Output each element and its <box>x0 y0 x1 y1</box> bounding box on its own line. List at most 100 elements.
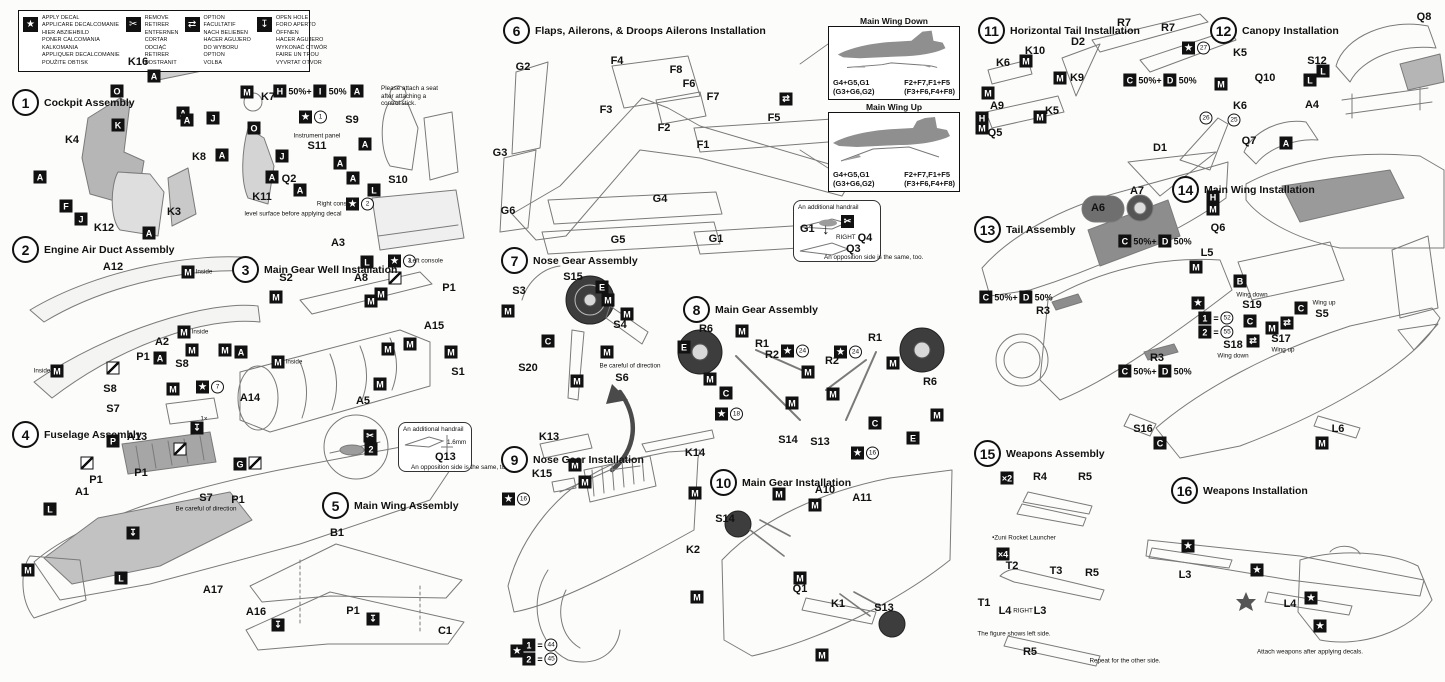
part-label: F3 <box>599 104 613 116</box>
decal-number: 7 <box>211 380 224 394</box>
note-text: Right console <box>316 200 356 208</box>
option-icon: ⇄ <box>1246 334 1260 348</box>
decal-star-icon: ★ <box>388 254 401 268</box>
wing-box-labels: G4+G5,G1(G3+G6,G2) F2+F7,F1+F5(F3+F6,F4+… <box>833 170 955 188</box>
paint-code-chip: O <box>110 84 124 98</box>
paint-code-chip: L <box>1303 73 1317 87</box>
down-arrow-icon: ↓ <box>822 221 830 238</box>
part-label: K16 <box>127 56 149 68</box>
jet-silhouette <box>837 30 946 68</box>
paint-code-chip: A <box>153 351 167 365</box>
step-number: 6 <box>503 17 530 44</box>
part-label: K5 <box>1232 47 1248 59</box>
note-text: An opposition side is the same, too. <box>411 464 511 471</box>
wing-parts-left: G4+G5,G1(G3+G6,G2) <box>833 78 874 96</box>
cut-off-icon <box>173 442 187 456</box>
paint-code-chip: A <box>147 69 161 83</box>
decal-number: 24 <box>796 344 809 358</box>
part-label: S6 <box>615 372 629 384</box>
part-label: S11 <box>307 140 327 152</box>
step-title: Horizontal Tail Installation <box>1010 24 1140 37</box>
q4-label: RIGHT Q4 <box>836 232 872 244</box>
part-label: F5 <box>767 112 781 124</box>
paint-code-chip: G <box>233 457 247 471</box>
paint-code-chip: M <box>364 294 378 308</box>
part-label: S2 <box>279 272 293 284</box>
wing-parts-right: F2+F7,F1+F5(F3+F6,F4+F8) <box>904 78 955 96</box>
part-label: P1 <box>231 494 245 506</box>
decal-number: 24 <box>849 345 862 359</box>
step-title: Main Wing Installation <box>1204 183 1315 196</box>
cut-off-icon <box>248 456 262 470</box>
part-label: R1 <box>867 332 883 344</box>
step-title: Main Gear Installation <box>742 476 852 489</box>
part-label: S14 <box>715 513 735 525</box>
paint-code-chip: M <box>1189 260 1203 274</box>
note-text: Wing up <box>1271 346 1295 354</box>
open-hole-icon: ↧ <box>126 526 140 540</box>
decal-star-marker: ★16 <box>502 492 530 506</box>
part-label: S16 <box>1133 423 1153 435</box>
paint-code-chip: O <box>247 121 261 135</box>
part-label: S18 <box>1223 339 1243 351</box>
decal-star-icon: ★ <box>510 644 524 658</box>
legend-line: PONER CALCOMANIA <box>42 37 100 44</box>
part-label: P1 <box>89 474 103 486</box>
note-text: Inside <box>195 268 213 276</box>
note-text: Repeat for the other side. <box>1089 657 1161 665</box>
decal-star-marker: ★24 <box>781 344 809 358</box>
part-label: L6 <box>1331 423 1345 435</box>
part-label: T3 <box>1049 565 1063 577</box>
step-number: 13 <box>974 216 1001 243</box>
part-label: S20 <box>518 362 538 374</box>
paint-mix-ratio: 50%+ <box>1133 236 1157 246</box>
decal-star-icon: ★ <box>346 197 359 211</box>
part-label: S13 <box>810 436 830 448</box>
part-label: G5 <box>610 234 626 246</box>
part-label: R4 <box>1032 471 1048 483</box>
decal-number: 16 <box>866 446 879 460</box>
wing-label: (G3+G6,G2) <box>833 87 875 96</box>
paint-code-chip: M <box>21 563 35 577</box>
paint-code-chip: F <box>59 199 73 213</box>
paint-mix-ratio: 50%+ <box>1133 366 1157 376</box>
part-label: K5 <box>1044 105 1060 117</box>
wing-box-labels: G4+G5,G1(G3+G6,G2) F2+F7,F1+F5(F3+F6,F4+… <box>833 78 955 96</box>
part-label: G4 <box>652 193 668 205</box>
part-label: L5 <box>1200 247 1214 259</box>
decal-star-marker: ★ <box>510 644 524 658</box>
decal-star-marker: ★16 <box>851 446 879 460</box>
step-number: 16 <box>1171 477 1198 504</box>
paint-code-chip: E <box>677 340 691 354</box>
wing-box-title: Main Wing Down <box>829 16 959 26</box>
note-text: RIGHT <box>1013 607 1033 615</box>
paint-code-chip: M <box>271 355 285 369</box>
paint-code-chip: A <box>350 84 364 98</box>
part-label: R7 <box>1160 22 1176 34</box>
part-label: G6 <box>500 205 516 217</box>
decal-star-marker: ★3 <box>388 254 416 268</box>
part-label: R5 <box>1022 646 1038 658</box>
part-label: A11 <box>852 492 872 504</box>
decal-star-icon: ★ <box>851 446 864 460</box>
paint-code-chip: M <box>735 324 749 338</box>
decal-star-icon: ★ <box>1191 296 1205 310</box>
paint-code-chip: M <box>826 387 840 401</box>
part-label: L4 <box>998 605 1012 617</box>
part-label: K14 <box>684 447 706 459</box>
part-label: K3 <box>166 206 182 218</box>
paint-code-chip: M <box>185 343 199 357</box>
paint-code-chip: M <box>444 345 458 359</box>
decal-star-marker: ★1 <box>299 110 327 124</box>
decal-assignment: 2=55 <box>1198 325 1234 339</box>
part-label: S14 <box>778 434 798 446</box>
